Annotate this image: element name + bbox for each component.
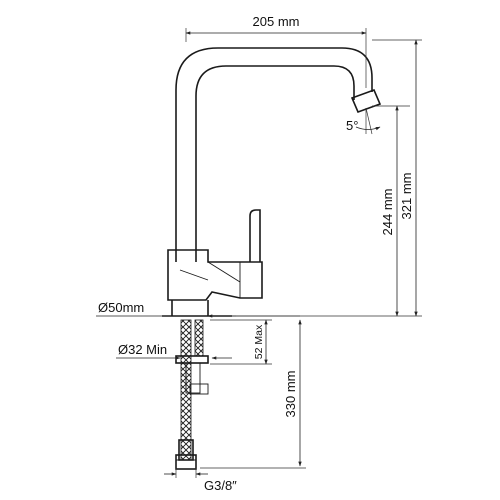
lever-handle (249, 209, 261, 262)
hose-braid-right (194, 319, 204, 357)
connection-thread-label: G3/8″ (204, 478, 237, 493)
dimension-deck-thickness: 52 Max (210, 319, 272, 365)
spout-outer (175, 47, 373, 262)
spout-inner (195, 65, 355, 262)
base-diameter-label: Ø50mm (98, 300, 144, 315)
supply-hoses (175, 319, 209, 470)
body-seam-2 (207, 261, 241, 283)
dimension-total-height: 321 mm (232, 39, 422, 317)
spout-reach-label: 205 mm (253, 14, 300, 29)
hose-length-label: 330 mm (283, 371, 298, 418)
mount-nut (185, 362, 201, 394)
body-seam (179, 269, 209, 281)
spout-angle-label: 5° (346, 118, 358, 133)
hose-fitting-nut (175, 454, 197, 470)
total-height-label: 321 mm (399, 173, 414, 220)
mount-nut-cap (189, 383, 209, 395)
dimension-connection-thread: G3/8″ (164, 468, 237, 493)
dimension-spout-angle: 5° (346, 107, 381, 135)
mixer-body (167, 249, 263, 301)
dimension-hole-diameter: Ø32 Min (116, 342, 232, 360)
deck-thickness-label: 52 Max (253, 324, 265, 359)
dimension-base-diameter: Ø50mm (96, 300, 236, 318)
faucet-outline (162, 47, 382, 317)
dimension-spout-height: 244 mm (372, 105, 410, 317)
hole-diameter-label: Ø32 Min (118, 342, 167, 357)
spout-head (350, 88, 382, 114)
spout-height-label: 244 mm (380, 189, 395, 236)
dimension-hose-length: 330 mm (200, 315, 306, 469)
dimension-spout-reach: 205 mm (185, 14, 367, 88)
